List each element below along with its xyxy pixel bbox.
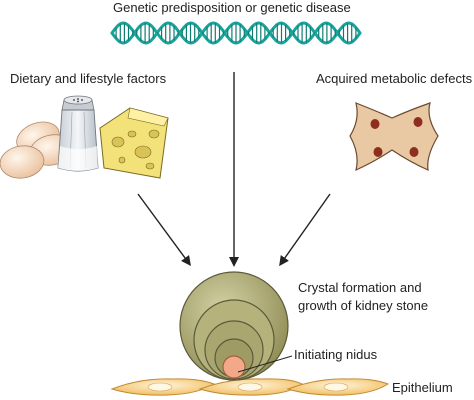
arrow-metabolic bbox=[279, 193, 331, 267]
metabolic-cell-icon bbox=[349, 102, 439, 172]
eggs-icon bbox=[0, 121, 75, 179]
label-crystal: Crystal formation and growth of kidney s… bbox=[298, 280, 429, 313]
salt-shaker-icon bbox=[57, 95, 99, 172]
nidus-leader-line bbox=[237, 355, 293, 373]
label-metabolic: Acquired metabolic defects bbox=[316, 71, 473, 86]
label-dietary: Dietary and lifestyle factors bbox=[10, 71, 167, 86]
dna-helix-icon bbox=[110, 21, 362, 45]
cheese-icon bbox=[99, 107, 169, 179]
epithelium-cells-icon bbox=[110, 378, 390, 396]
label-epithelium: Epithelium bbox=[392, 380, 453, 395]
arrow-dietary bbox=[137, 193, 191, 267]
label-genetic: Genetic predisposition or genetic diseas… bbox=[113, 0, 351, 15]
initiating-nidus bbox=[222, 355, 246, 379]
kidney-stone-icon bbox=[179, 271, 289, 381]
arrows bbox=[137, 72, 331, 267]
label-nidus: Initiating nidus bbox=[294, 347, 378, 362]
